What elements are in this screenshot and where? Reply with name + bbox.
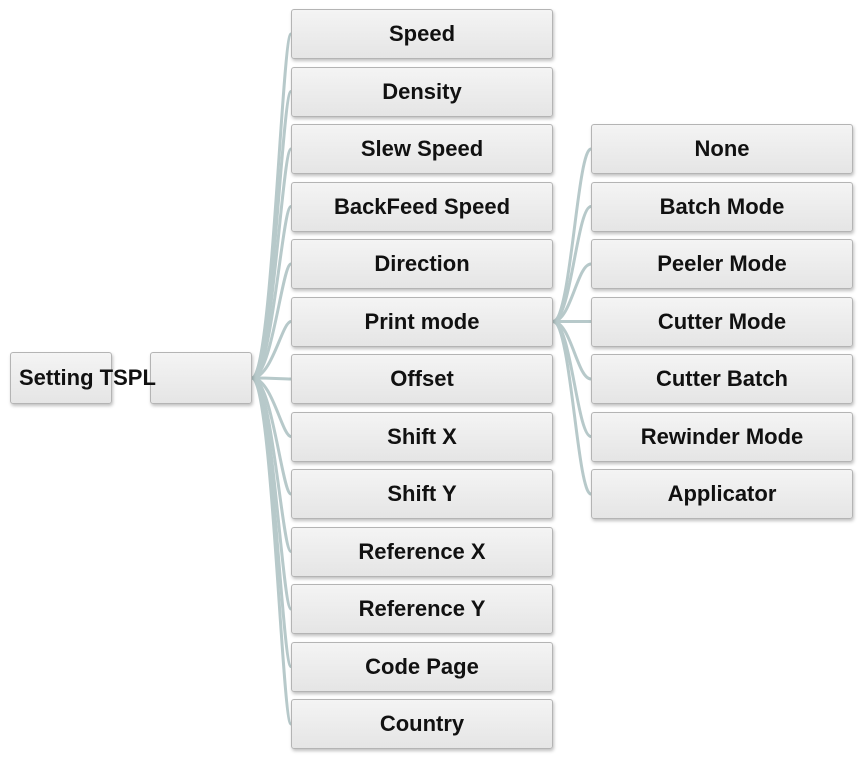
setting-node-shift-x: Shift X bbox=[291, 411, 553, 462]
setting-node-direction: Direction bbox=[291, 239, 553, 289]
setting-node-offset: Offset bbox=[291, 354, 553, 404]
setting-node-shift-y: Shift Y bbox=[291, 469, 553, 519]
connector-print-mode-to-peeler-mode bbox=[551, 262, 593, 323]
print-mode-node-none: None bbox=[591, 124, 853, 174]
setting-node-slew-speed: Slew Speed bbox=[291, 124, 553, 174]
connector-root-to-direction bbox=[250, 262, 293, 380]
setting-node-speed: Speed bbox=[291, 9, 553, 59]
print-mode-node-cutter-mode: Cutter Mode bbox=[591, 296, 853, 347]
connector-root-to-country bbox=[250, 376, 293, 726]
setting-node-reference-x: Reference X bbox=[291, 526, 553, 577]
root-node-box-right bbox=[150, 352, 252, 404]
setting-node-backfeed-speed: BackFeed Speed bbox=[291, 181, 553, 232]
print-mode-node-cutter-batch: Cutter Batch bbox=[591, 354, 853, 404]
print-mode-node-batch-mode: Batch Mode bbox=[591, 181, 853, 232]
connector-root-to-print-mode bbox=[250, 320, 293, 380]
setting-node-density: Density bbox=[291, 66, 553, 117]
setting-node-code-page: Code Page bbox=[291, 641, 553, 692]
root-node-box-left bbox=[10, 352, 112, 404]
setting-node-print-mode: Print mode bbox=[291, 296, 553, 347]
connector-print-mode-to-rewinder-mode bbox=[551, 320, 593, 438]
connector-print-mode-to-batch-mode bbox=[551, 205, 593, 323]
connector-root-to-backfeed-speed bbox=[250, 205, 293, 380]
print-mode-node-applicator: Applicator bbox=[591, 469, 853, 519]
print-mode-node-rewinder-mode: Rewinder Mode bbox=[591, 411, 853, 462]
setting-node-reference-y: Reference Y bbox=[291, 584, 553, 634]
print-mode-node-peeler-mode: Peeler Mode bbox=[591, 239, 853, 289]
setting-node-country: Country bbox=[291, 699, 553, 749]
connector-print-mode-to-applicator bbox=[551, 320, 593, 496]
root-node-label: Setting TSPL bbox=[19, 365, 156, 390]
